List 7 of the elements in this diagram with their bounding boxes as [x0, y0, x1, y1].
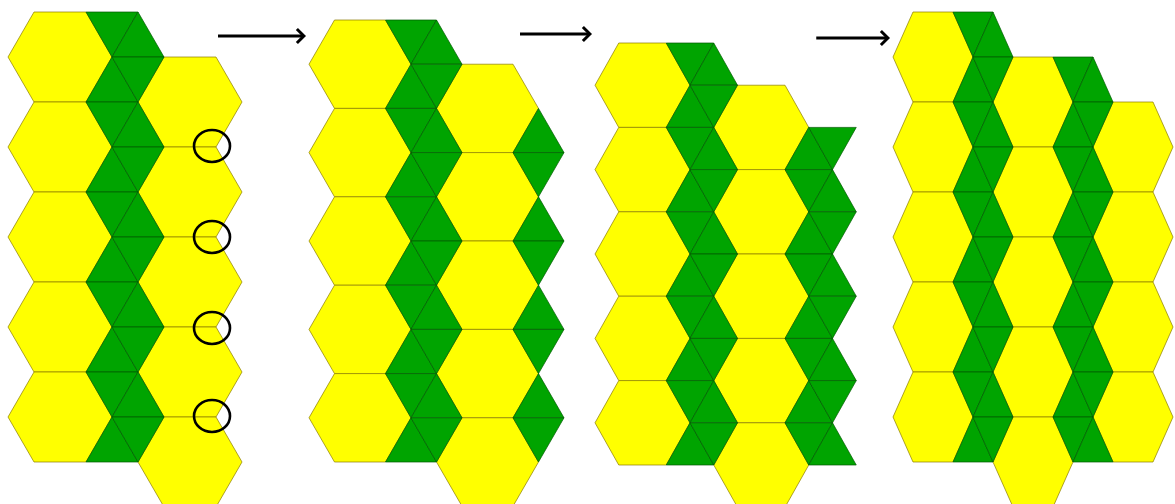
tiling-drawing — [7, 11, 243, 504]
arrow — [816, 29, 890, 47]
tiling-drawing — [594, 42, 857, 504]
arrow — [218, 27, 306, 45]
tiling-drawing — [308, 19, 565, 504]
arrow — [520, 25, 592, 43]
tiling-drawing — [892, 11, 1174, 504]
